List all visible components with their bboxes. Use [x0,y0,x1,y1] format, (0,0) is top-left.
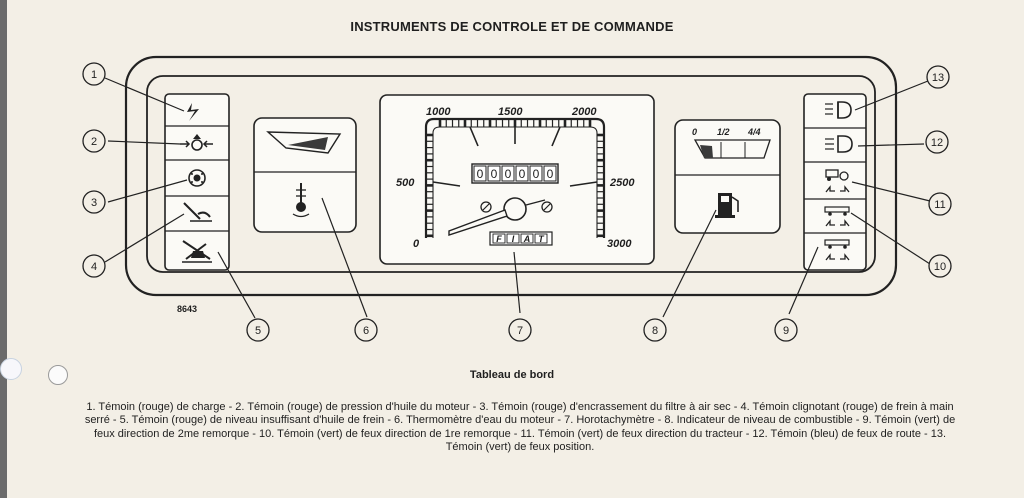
tachometer-needle [448,209,508,236]
callout-2: 2 [82,129,106,153]
callout-label: 1 [91,69,97,81]
left-warning-panel [164,93,230,271]
callout-label: 11 [934,199,945,211]
callout-label: 2 [91,136,97,148]
fuel-label-full: 4/4 [747,127,761,137]
callout-label: 9 [783,325,789,337]
counter-digit: 0 [547,167,554,181]
tach-label-1000: 1000 [426,106,451,118]
dashboard-outer-outline [124,55,898,297]
oil-pressure-icon [180,134,213,151]
callout-4: 4 [82,254,106,278]
callout-label: 3 [91,197,97,209]
callout-7: 7 [508,318,532,342]
needle-hub [503,197,527,221]
tach-label-2500: 2500 [609,177,635,189]
brand-letter: T [538,234,545,244]
brand-letter: A [523,234,531,244]
callout-8: 8 [643,318,667,342]
callout-10: 10 [928,254,952,278]
counter-digit: 0 [519,167,526,181]
trailer-1-turn-signal-icon [824,206,850,227]
counter-digit: 0 [477,167,484,181]
punch-hole-mark [0,358,22,380]
callout-1: 1 [82,62,106,86]
air-filter-icon [188,169,206,187]
fuel-gauge: 0 1/2 4/4 [674,119,781,234]
counter-digit: 0 [533,167,540,181]
callout-leader-lines [104,77,934,319]
callout-label: 12 [931,137,943,149]
charge-lightning-icon [187,103,199,121]
thermometer-icon [292,183,310,218]
tach-label-3000: 3000 [607,238,632,250]
tach-label-0: 0 [413,238,420,250]
dashboard-inner-outline [146,75,876,273]
callout-12: 12 [925,130,949,154]
brand-letter: F [496,234,502,244]
punch-hole-mark-2 [48,365,68,385]
position-lights-icon [825,101,852,119]
right-indicator-panel [803,93,867,271]
fuel-label-empty: 0 [692,127,697,137]
brake-fluid-icon [182,240,212,263]
brand-letter: I [512,234,515,244]
thermometer-gauge [253,117,357,233]
tachometer-ticks [426,119,604,238]
callout-label: 10 [934,261,946,273]
figure-caption: Tableau de bord [469,369,555,381]
callout-5: 5 [246,318,270,342]
legend-text: 1. Témoin (rouge) de charge - 2. Témoin … [84,401,956,454]
callout-label: 5 [255,325,261,337]
callout-3: 3 [82,190,106,214]
tach-label-1500: 1500 [498,106,523,118]
callout-label: 6 [363,325,369,337]
tractor-turn-signal-icon [825,169,850,193]
callout-label: 8 [652,325,658,337]
tach-label-500: 500 [396,177,415,189]
callout-6: 6 [354,318,378,342]
fuel-pump-icon [715,193,739,218]
high-beam-icon [825,135,853,153]
callout-13: 13 [926,65,950,89]
callout-11: 11 [928,192,952,216]
fuel-label-half: 1/2 [717,127,730,137]
tach-label-2000: 2000 [571,106,597,118]
callout-label: 13 [932,72,944,84]
callout-9: 9 [774,318,798,342]
figure-number: 8643 [177,304,197,314]
page-binding-edge [0,0,7,498]
counter-digit: 0 [491,167,498,181]
page-title: INSTRUMENTS DE CONTROLE ET DE COMMANDE [350,19,674,34]
handbrake-icon [183,202,212,222]
trailer-2-turn-signal-icon [824,239,850,261]
callout-label: 7 [517,325,523,337]
callout-label: 4 [91,261,97,273]
counter-digit: 0 [505,167,512,181]
